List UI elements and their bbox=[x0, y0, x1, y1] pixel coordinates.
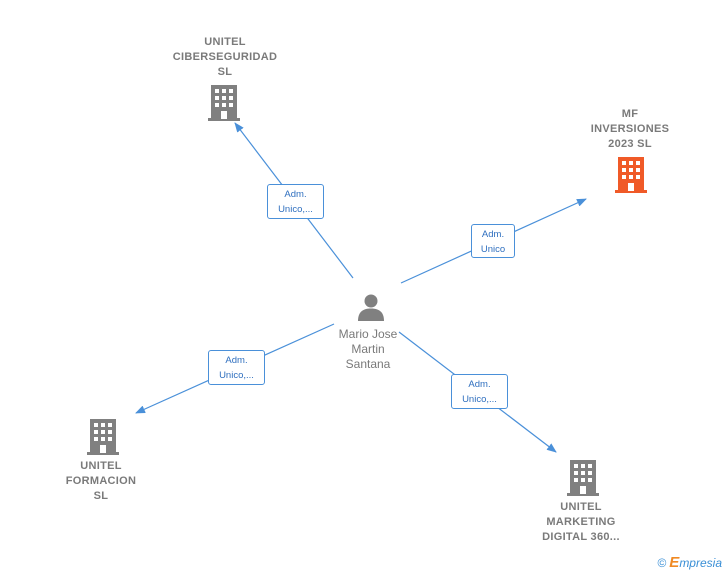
company-name: UNITEL CIBERSEGURIDAD SL bbox=[172, 36, 278, 78]
brand-footer: ©Empresia bbox=[657, 554, 722, 571]
building-icon bbox=[87, 419, 119, 455]
copyright-icon: © bbox=[657, 556, 667, 570]
company-name: UNITEL FORMACION SL bbox=[65, 460, 137, 502]
relation-label-mf-inversiones[interactable]: Adm. Unico bbox=[471, 224, 515, 258]
relation-label-marketing[interactable]: Adm. Unico,... bbox=[451, 374, 508, 409]
brand-name: mpresia bbox=[679, 556, 722, 570]
building-icon bbox=[567, 460, 599, 496]
relation-label-ciberseguridad[interactable]: Adm. Unico,... bbox=[267, 184, 324, 219]
company-name: UNITEL MARKETING DIGITAL 360... bbox=[542, 501, 620, 543]
relation-label-formacion[interactable]: Adm. Unico,... bbox=[208, 350, 265, 385]
building-icon bbox=[208, 85, 240, 121]
brand-logo-initial: E bbox=[669, 554, 680, 571]
company-name: MF INVERSIONES 2023 SL bbox=[590, 108, 670, 150]
person-icon bbox=[358, 294, 384, 321]
person-name: Mario Jose Martin Santana bbox=[338, 327, 398, 371]
building-icon bbox=[615, 157, 647, 193]
